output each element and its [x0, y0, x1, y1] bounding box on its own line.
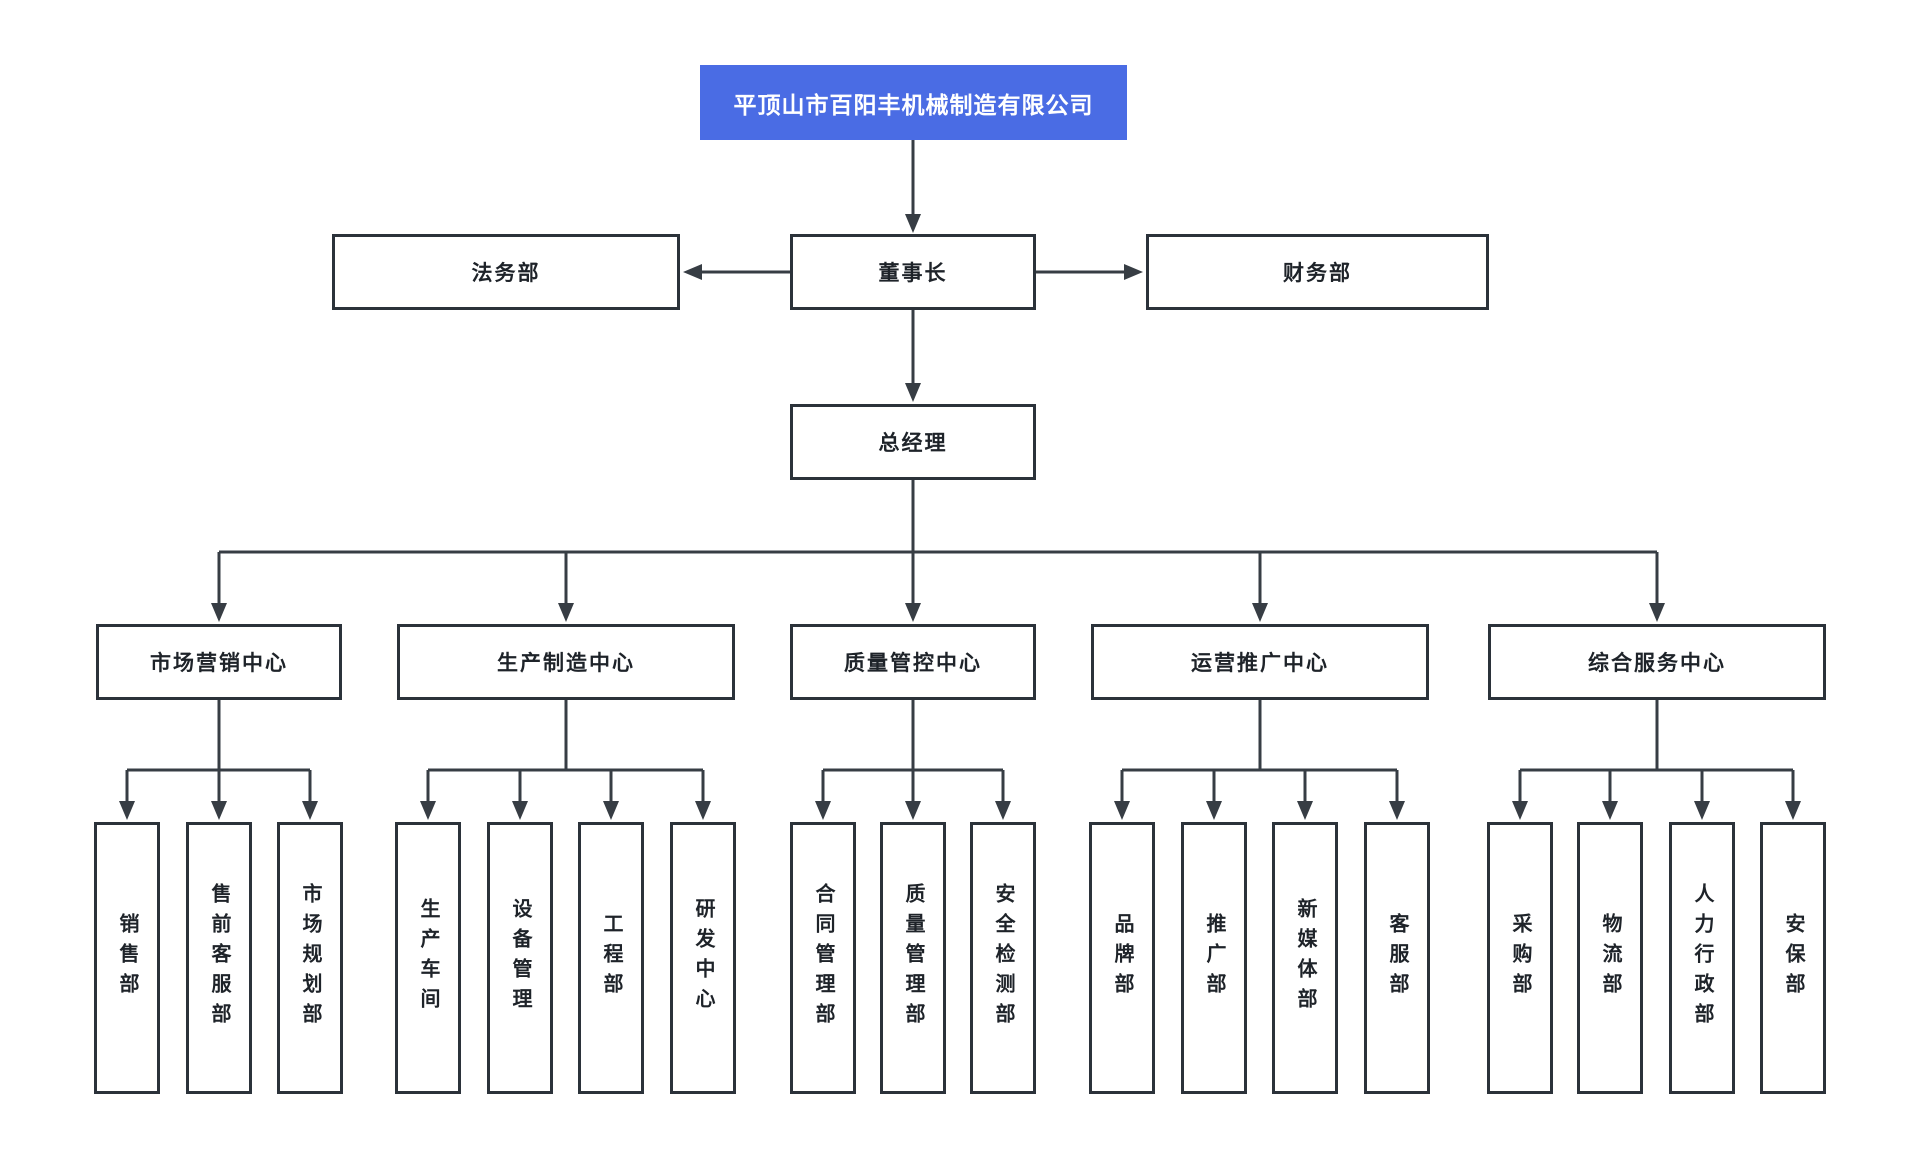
dept-rd-center-label: 研发中心 [692, 898, 714, 1018]
dept-logistics-label: 物流部 [1599, 913, 1621, 1003]
edge-center-quality-to-depts [815, 700, 1011, 820]
dept-security: 安保部 [1760, 822, 1826, 1094]
dept-new-media-label: 新媒体部 [1294, 898, 1316, 1018]
org-node-general-manager: 总经理 [790, 404, 1036, 480]
center-production-label: 生产制造中心 [497, 652, 635, 675]
center-operations-label: 运营推广中心 [1191, 652, 1329, 675]
center-general-services-label: 综合服务中心 [1588, 652, 1726, 675]
dept-contract-management: 合同管理部 [790, 822, 856, 1094]
dept-engineering-label: 工程部 [600, 913, 622, 1003]
center-production: 生产制造中心 [397, 624, 735, 700]
org-node-chairman-label: 董事长 [878, 262, 948, 285]
center-general-services: 综合服务中心 [1488, 624, 1826, 700]
dept-sales-label: 销售部 [116, 913, 138, 1003]
dept-presales-service: 售前客服部 [186, 822, 252, 1094]
edge-chairman-to-gm [905, 310, 921, 402]
edge-center-production-to-depts [420, 700, 711, 820]
dept-new-media: 新媒体部 [1272, 822, 1338, 1094]
org-node-chairman: 董事长 [790, 234, 1036, 310]
dept-engineering: 工程部 [578, 822, 644, 1094]
center-quality: 质量管控中心 [790, 624, 1036, 700]
dept-equipment-management: 设备管理 [487, 822, 553, 1094]
dept-hr-admin-label: 人力行政部 [1691, 883, 1713, 1033]
dept-presales-service-label: 售前客服部 [208, 883, 230, 1033]
edge-center-services-to-depts [1512, 700, 1801, 820]
dept-sales: 销售部 [94, 822, 160, 1094]
dept-promotion: 推广部 [1181, 822, 1247, 1094]
edge-gm-to-centers [211, 480, 1665, 622]
center-quality-label: 质量管控中心 [844, 652, 982, 675]
dept-customer-service: 客服部 [1364, 822, 1430, 1094]
edge-center-operations-to-depts [1114, 700, 1405, 820]
edge-center-marketing-to-depts [119, 700, 318, 820]
org-node-company-label: 平顶山市百阳丰机械制造有限公司 [733, 91, 1094, 118]
edge-company-to-chairman [905, 140, 921, 233]
edge-chairman-to-finance [1036, 264, 1143, 280]
center-marketing: 市场营销中心 [96, 624, 342, 700]
org-node-general-manager-label: 总经理 [878, 432, 948, 455]
dept-rd-center: 研发中心 [670, 822, 736, 1094]
dept-brand-label: 品牌部 [1111, 913, 1133, 1003]
org-node-finance: 财务部 [1146, 234, 1489, 310]
dept-customer-service-label: 客服部 [1386, 913, 1408, 1003]
org-node-finance-label: 财务部 [1283, 262, 1352, 285]
org-node-legal-label: 法务部 [471, 262, 541, 285]
dept-production-workshop-label: 生产车间 [417, 898, 439, 1018]
dept-logistics: 物流部 [1577, 822, 1643, 1094]
edge-chairman-to-legal [683, 264, 790, 280]
dept-procurement-label: 采购部 [1509, 913, 1531, 1003]
center-marketing-label: 市场营销中心 [150, 652, 288, 675]
dept-contract-management-label: 合同管理部 [812, 883, 834, 1033]
dept-safety-inspection-label: 安全检测部 [992, 883, 1014, 1033]
dept-market-planning-label: 市场规划部 [299, 883, 321, 1033]
dept-market-planning: 市场规划部 [277, 822, 343, 1094]
dept-hr-admin: 人力行政部 [1669, 822, 1735, 1094]
dept-quality-management-label: 质量管理部 [902, 883, 924, 1033]
dept-brand: 品牌部 [1089, 822, 1155, 1094]
dept-security-label: 安保部 [1782, 913, 1804, 1003]
dept-promotion-label: 推广部 [1203, 913, 1225, 1003]
dept-production-workshop: 生产车间 [395, 822, 461, 1094]
dept-procurement: 采购部 [1487, 822, 1553, 1094]
dept-safety-inspection: 安全检测部 [970, 822, 1036, 1094]
org-node-company: 平顶山市百阳丰机械制造有限公司 [700, 65, 1127, 140]
center-operations: 运营推广中心 [1091, 624, 1429, 700]
org-node-legal: 法务部 [332, 234, 680, 310]
dept-quality-management: 质量管理部 [880, 822, 946, 1094]
dept-equipment-management-label: 设备管理 [509, 898, 531, 1018]
